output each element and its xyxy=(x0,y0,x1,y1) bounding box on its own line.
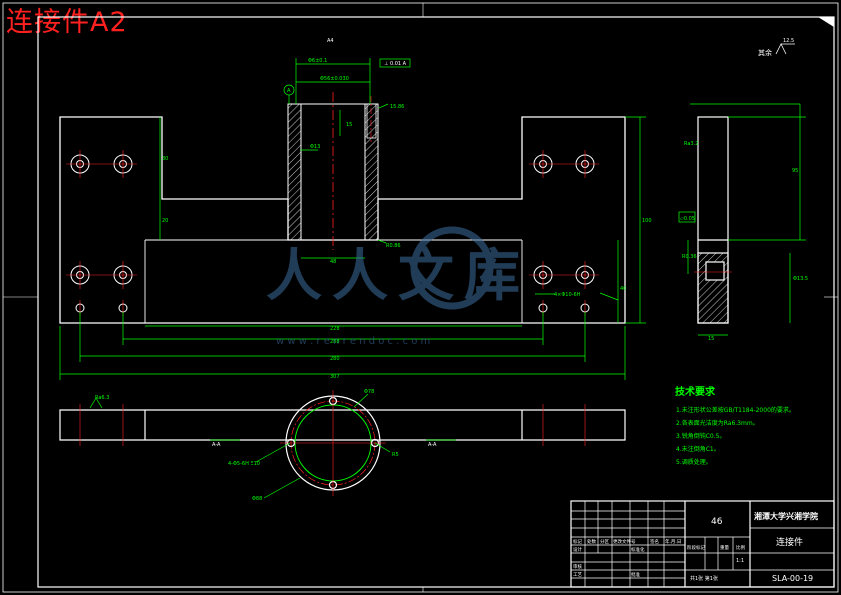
tech-requirements-heading: 技术要求 xyxy=(675,385,716,398)
tb-design-cell: 设计 xyxy=(573,546,582,553)
svg-text:228: 228 xyxy=(330,326,340,332)
tech-requirements: 技术要求 1.未注形状公差按GB/T1184-2000的要求。 2.各表面光洁度… xyxy=(675,385,795,466)
title-block-school: 湘潭大学兴湘学院 xyxy=(754,511,818,521)
side-view xyxy=(694,116,732,324)
tech-requirement-item: 3.锐角倒钝C0.5。 xyxy=(676,432,725,440)
tb-header-cell: 处数 xyxy=(587,538,596,545)
svg-text:15: 15 xyxy=(346,122,352,128)
svg-text:A-A: A-A xyxy=(428,442,437,448)
svg-text:Φ13.5: Φ13.5 xyxy=(793,276,808,282)
svg-text:A: A xyxy=(287,88,291,94)
svg-text:▱0.05: ▱0.05 xyxy=(680,216,695,222)
roughness-other-value: 12.5 xyxy=(783,38,794,44)
tb-header-cell: 分区 xyxy=(600,538,609,545)
svg-text:48: 48 xyxy=(330,259,336,265)
svg-text:20: 20 xyxy=(162,218,168,224)
tb-bottom-label: 工艺 xyxy=(573,572,582,578)
svg-text:R0.36: R0.36 xyxy=(682,254,697,260)
tube-section-left-wall xyxy=(287,103,302,241)
tb-stage-label: 阶段标记 xyxy=(687,544,705,551)
svg-text:Φ88: Φ88 xyxy=(252,496,262,502)
svg-text:30: 30 xyxy=(162,156,168,162)
title-block xyxy=(570,500,835,588)
svg-text:15.86: 15.86 xyxy=(390,104,404,110)
tech-requirement-item: 5.调质处理。 xyxy=(676,458,712,466)
svg-text:Ra3.2: Ra3.2 xyxy=(684,141,698,147)
svg-text:307: 307 xyxy=(330,374,340,380)
tb-design-cell: 标准化 xyxy=(631,546,645,553)
svg-text:280: 280 xyxy=(330,356,340,362)
svg-text:R0.86: R0.86 xyxy=(386,243,401,249)
tech-requirement-item: 2.各表面光洁度为Ra6.3mm。 xyxy=(676,419,759,427)
title-block-drawing-no: SLA-00-19 xyxy=(772,574,813,583)
roughness-note: 其余 12.5 xyxy=(758,38,795,57)
tb-header-cell: 标记 xyxy=(573,538,582,545)
tb-stage-label: 比例 xyxy=(736,544,745,551)
svg-text:4-Φ5-6H Ξ10: 4-Φ5-6H Ξ10 xyxy=(228,461,260,467)
svg-text:Φ56±0.030: Φ56±0.030 xyxy=(320,76,349,82)
svg-text:Φ13: Φ13 xyxy=(310,144,320,150)
title-block-ratio: 1:1 xyxy=(736,558,744,564)
svg-text:40: 40 xyxy=(620,286,626,292)
watermark-brand: 人人文库 xyxy=(266,244,530,309)
svg-text:Ra6.3: Ra6.3 xyxy=(95,395,109,401)
roughness-other-label: 其余 xyxy=(758,48,772,57)
tb-header-cell: 年.月.日 xyxy=(665,538,681,545)
svg-text:15: 15 xyxy=(708,336,714,342)
svg-text:100: 100 xyxy=(642,218,652,224)
watermark: 人人文库 w w w . r e n r e n d o c . c o m xyxy=(266,226,530,347)
sheet-number-label: A4 xyxy=(327,38,334,44)
svg-text:95: 95 xyxy=(792,168,798,174)
svg-text:Φ78: Φ78 xyxy=(364,389,374,395)
front-view xyxy=(59,92,626,324)
drawing-title: 连接件A2 xyxy=(6,7,128,38)
tb-header-cell: 更改文件号 xyxy=(613,538,636,545)
title-block-sheet: 共1张 第1张 xyxy=(690,575,718,582)
svg-text:288: 288 xyxy=(330,339,340,345)
title-block-scale-value: 46 xyxy=(711,517,723,527)
front-dimensions xyxy=(59,58,646,380)
watermark-url: w w w . r e n r e n d o c . c o m xyxy=(276,336,430,347)
tb-stage-label: 重量 xyxy=(720,544,729,551)
svg-text:R5: R5 xyxy=(392,452,399,458)
svg-text:4×Φ10-6H: 4×Φ10-6H xyxy=(554,292,581,298)
tb-bottom-label: 审核 xyxy=(573,563,582,570)
tech-requirement-item: 1.未注形状公差按GB/T1184-2000的要求。 xyxy=(676,406,795,414)
title-block-part-name: 连接件 xyxy=(776,536,803,548)
tech-requirement-item: 4.未注倒角C1。 xyxy=(676,445,720,453)
svg-text:A-A: A-A xyxy=(212,442,221,448)
svg-text:Φ6±0.1: Φ6±0.1 xyxy=(308,58,327,64)
svg-text:⊥ 0.01 A: ⊥ 0.01 A xyxy=(384,61,407,67)
tb-header-cell: 签名 xyxy=(650,538,659,545)
tb-bottom-label: 批准 xyxy=(631,571,640,578)
